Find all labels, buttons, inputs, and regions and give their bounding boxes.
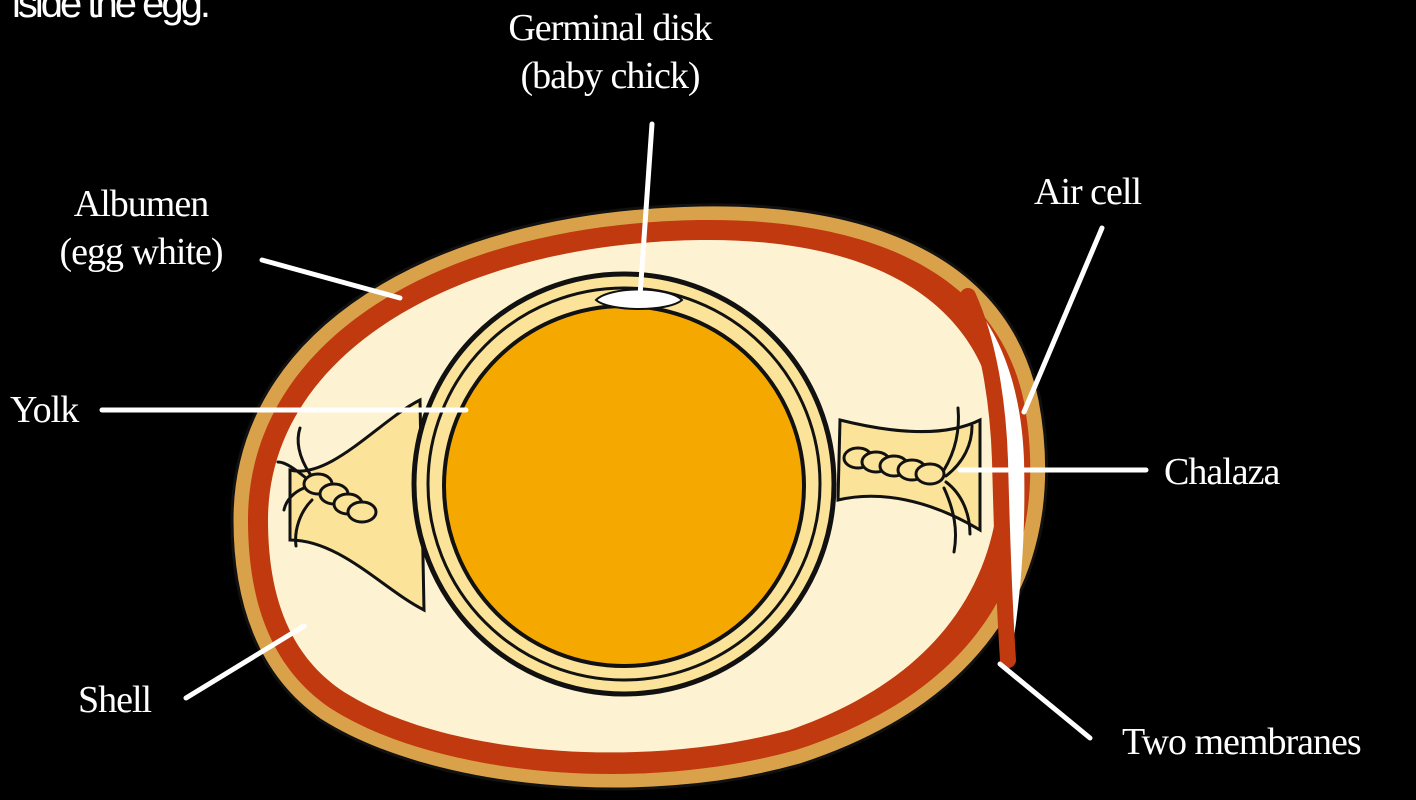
label-albumen-line1: Albumen <box>36 180 246 228</box>
label-germinal-disk-line1: Germinal disk <box>470 4 750 52</box>
label-chalaza: Chalaza <box>1164 448 1279 496</box>
label-albumen-line2: (egg white) <box>36 228 246 276</box>
label-germinal-disk-line2: (baby chick) <box>470 52 750 100</box>
leader-line-albumen <box>262 260 400 298</box>
label-air-cell: Air cell <box>1034 168 1141 216</box>
label-germinal-disk: Germinal disk (baby chick) <box>470 4 750 100</box>
yolk <box>444 306 804 666</box>
leader-line-two-membranes <box>1000 664 1090 738</box>
label-shell: Shell <box>78 676 151 724</box>
label-yolk: Yolk <box>10 386 78 434</box>
label-two-membranes: Two membranes <box>1122 718 1361 766</box>
leader-line-air-cell <box>1024 228 1102 412</box>
label-albumen: Albumen (egg white) <box>36 180 246 276</box>
